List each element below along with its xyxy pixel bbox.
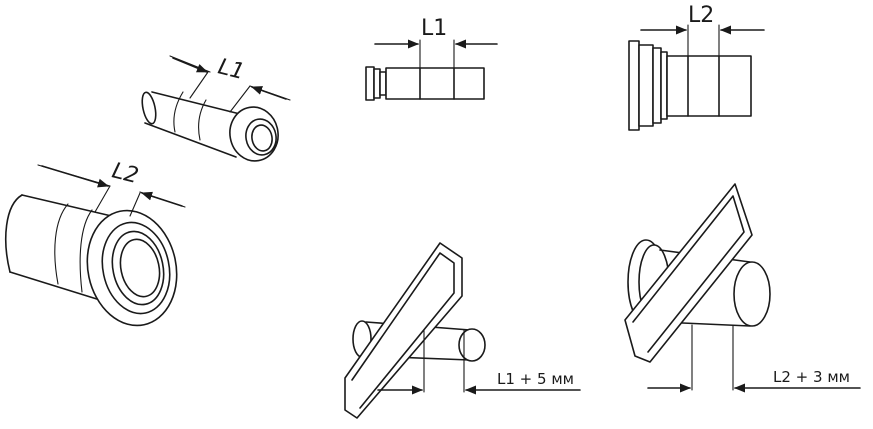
l2-dimension-3d: L2 (37, 158, 186, 217)
small-pipe-side-view (365, 39, 485, 101)
l1-dimension-side: L1 (374, 16, 498, 49)
l2-dimension-side: L2 (640, 3, 765, 35)
l2-plus-3mm-label: L2 + 3 мм (773, 368, 850, 386)
large-connector-side-view (628, 24, 752, 131)
gauge-large-connector: L2 + 3 мм (624, 183, 861, 393)
l2-label-side: L2 (688, 3, 714, 28)
l1-label-side: L1 (421, 16, 447, 41)
l1-plus-5mm-label: L1 + 5 мм (497, 370, 574, 388)
gauge-small-pipe: L1 + 5 мм (344, 242, 581, 419)
l1-dimension-3d: L1 (169, 54, 291, 113)
l1-label-3d: L1 (215, 54, 247, 85)
l2-label-3d: L2 (109, 158, 141, 189)
large-connector-3d (5, 194, 178, 327)
small-pipe-3d (141, 91, 279, 162)
